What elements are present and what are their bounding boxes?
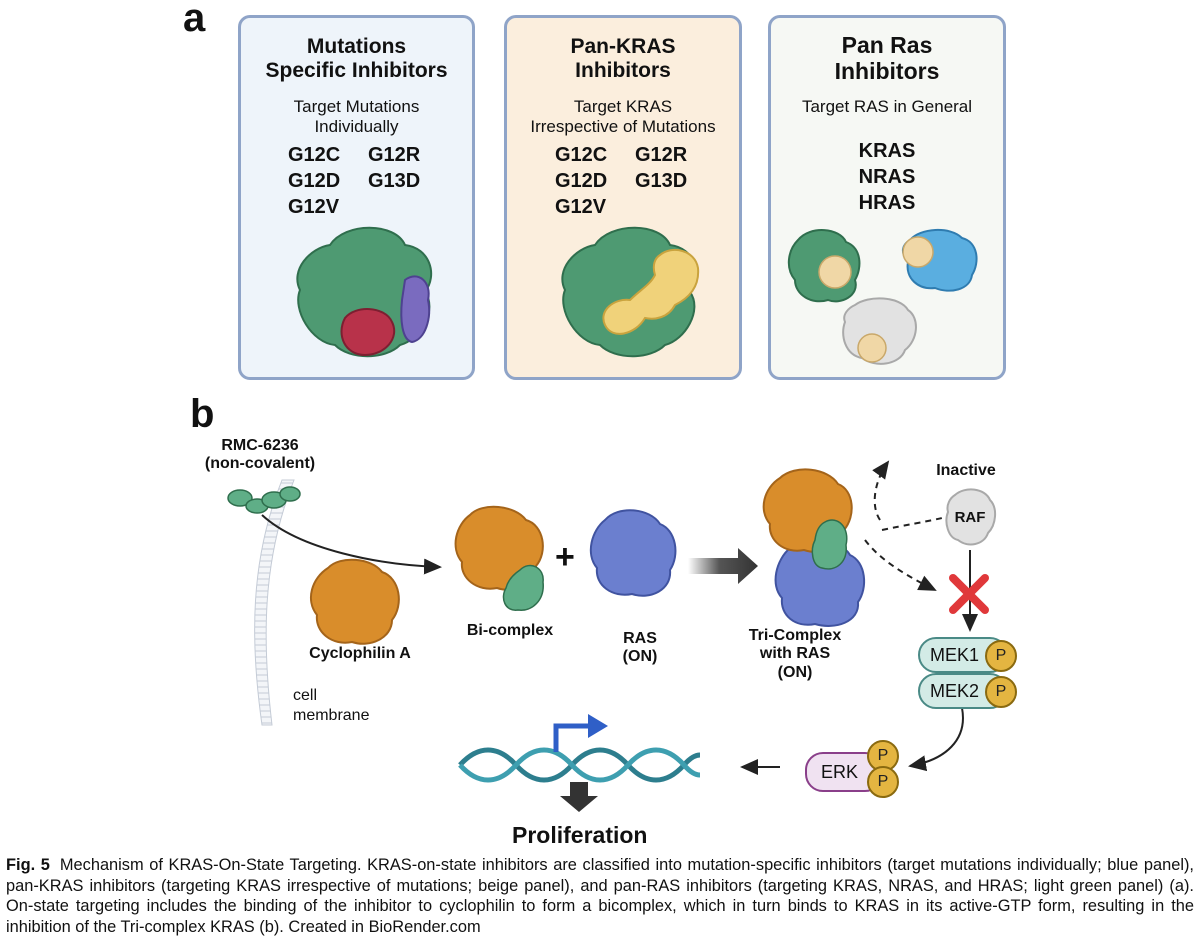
phosphate-icon: P (985, 640, 1017, 672)
binding-arrow (261, 514, 442, 575)
phosphate-icon: P (867, 740, 899, 772)
mutation-code: G12R (368, 144, 421, 166)
ras-on-protein (589, 509, 677, 597)
raf-label: RAF (954, 509, 986, 526)
mutation-code: G13D (368, 170, 421, 192)
raf-protein (945, 488, 996, 546)
panel-description: Target Mutations Individually (293, 97, 420, 137)
panel-b-letter: b (190, 392, 215, 436)
mutation-code: G12R (635, 144, 688, 166)
mutation-code: G12C (555, 144, 608, 166)
dashed-arrow-up (872, 460, 890, 521)
rmc-6236-molecule (227, 486, 301, 514)
forward-arrow (688, 548, 758, 584)
figure-number: Fig. 5 (6, 856, 50, 874)
dashed-arrow-down (864, 539, 937, 591)
panel-description: Target RAS in General (801, 97, 973, 116)
cyclophilin-a-protein (309, 558, 400, 645)
kras-mutant-protein-illustration (296, 226, 433, 358)
panel-title: Mutations Specific Inhibitors (265, 35, 448, 82)
cell-membrane (254, 479, 295, 726)
ras-isoform: HRAS (858, 192, 916, 214)
inhibition-x-icon (949, 574, 989, 614)
cyclophilin-label: Cyclophilin A (309, 645, 411, 662)
mutation-code: G12D (288, 170, 341, 192)
pan-kras-protein-illustration (561, 226, 700, 358)
bicomplex-label: Bi-complex (466, 622, 554, 639)
proliferation-arrow (560, 782, 598, 812)
plus-sign: + (555, 538, 575, 576)
proliferation-label: Proliferation (512, 822, 648, 848)
mutation-code: G12D (555, 170, 608, 192)
mutation-code: G12C (288, 144, 341, 166)
ras-isoform: NRAS (858, 166, 916, 188)
dashed-arrow-raf (881, 517, 943, 531)
dna-helix (458, 747, 701, 783)
transcription-arrow-icon (553, 723, 590, 752)
panel-description: Target KRAS Irrespective of Mutations (530, 97, 716, 137)
inactive-label: Inactive (936, 462, 996, 479)
drug-label: RMC-6236 (non-covalent) (204, 437, 316, 473)
panel-title: Pan Ras Inhibitors (834, 32, 940, 84)
pan-ras-proteins-illustration (787, 229, 978, 365)
phosphate-icon: P (985, 676, 1017, 708)
phosphate-icon: P (867, 766, 899, 798)
panel-a-letter: a (183, 0, 206, 40)
mutation-code: G12V (555, 196, 607, 218)
caption-text: Mechanism of KRAS-On-State Targeting. KR… (6, 856, 1194, 936)
ras-isoform: KRAS (858, 140, 916, 162)
tri-complex-illustration (762, 468, 866, 627)
mutation-code: G12V (288, 196, 340, 218)
panel-title: Pan-KRAS Inhibitors (570, 35, 676, 82)
ras-on-label: RAS (ON) (622, 630, 658, 666)
bi-complex-illustration (454, 505, 544, 611)
membrane-label: cell membrane (293, 687, 370, 724)
mutation-code: G13D (635, 170, 688, 192)
tricomplex-label: Tri-Complex with RAS (ON) (748, 627, 842, 681)
mutation-specific-panel: Mutations Specific Inhibitors Target Mut… (238, 15, 475, 380)
mek-to-erk-arrow (908, 707, 964, 772)
